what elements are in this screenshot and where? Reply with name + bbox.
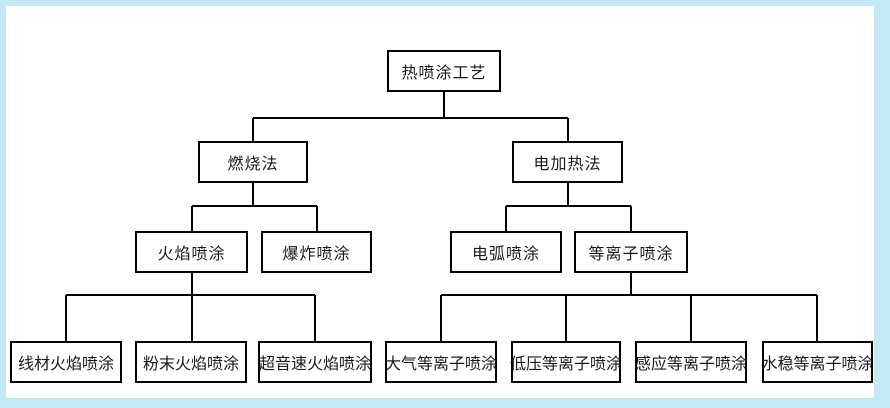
node-atmospheric-plasma-spraying: 大气等离子喷涂 <box>385 341 497 383</box>
node-water-stabilized-plasma-spraying: 水稳等离子喷涂 <box>762 341 874 383</box>
node-electric-heating-method: 电加热法 <box>512 141 623 183</box>
node-arc-spraying: 电弧喷涂 <box>450 231 562 273</box>
connector-flame-to-children <box>65 273 316 341</box>
connector-combustion-to-children <box>191 183 318 231</box>
node-detonation-spraying: 爆炸喷涂 <box>261 231 372 273</box>
node-thermal-spray-process: 热喷涂工艺 <box>387 50 501 92</box>
node-supersonic-flame-spraying: 超音速火焰喷涂 <box>258 341 372 383</box>
node-combustion-method: 燃烧法 <box>198 141 308 183</box>
node-plasma-spraying: 等离子喷涂 <box>574 231 688 273</box>
node-induction-plasma-spraying: 感应等离子喷涂 <box>635 341 747 383</box>
connector-plasma-to-children <box>440 273 818 341</box>
connector-electric-to-children <box>505 183 632 231</box>
node-wire-flame-spraying: 线材火焰喷涂 <box>10 341 122 383</box>
connector-root-to-methods <box>252 92 569 141</box>
node-low-pressure-plasma-spraying: 低压等离子喷涂 <box>510 341 622 383</box>
node-flame-spraying: 火焰喷涂 <box>135 231 248 273</box>
node-powder-flame-spraying: 粉末火焰喷涂 <box>135 341 247 383</box>
